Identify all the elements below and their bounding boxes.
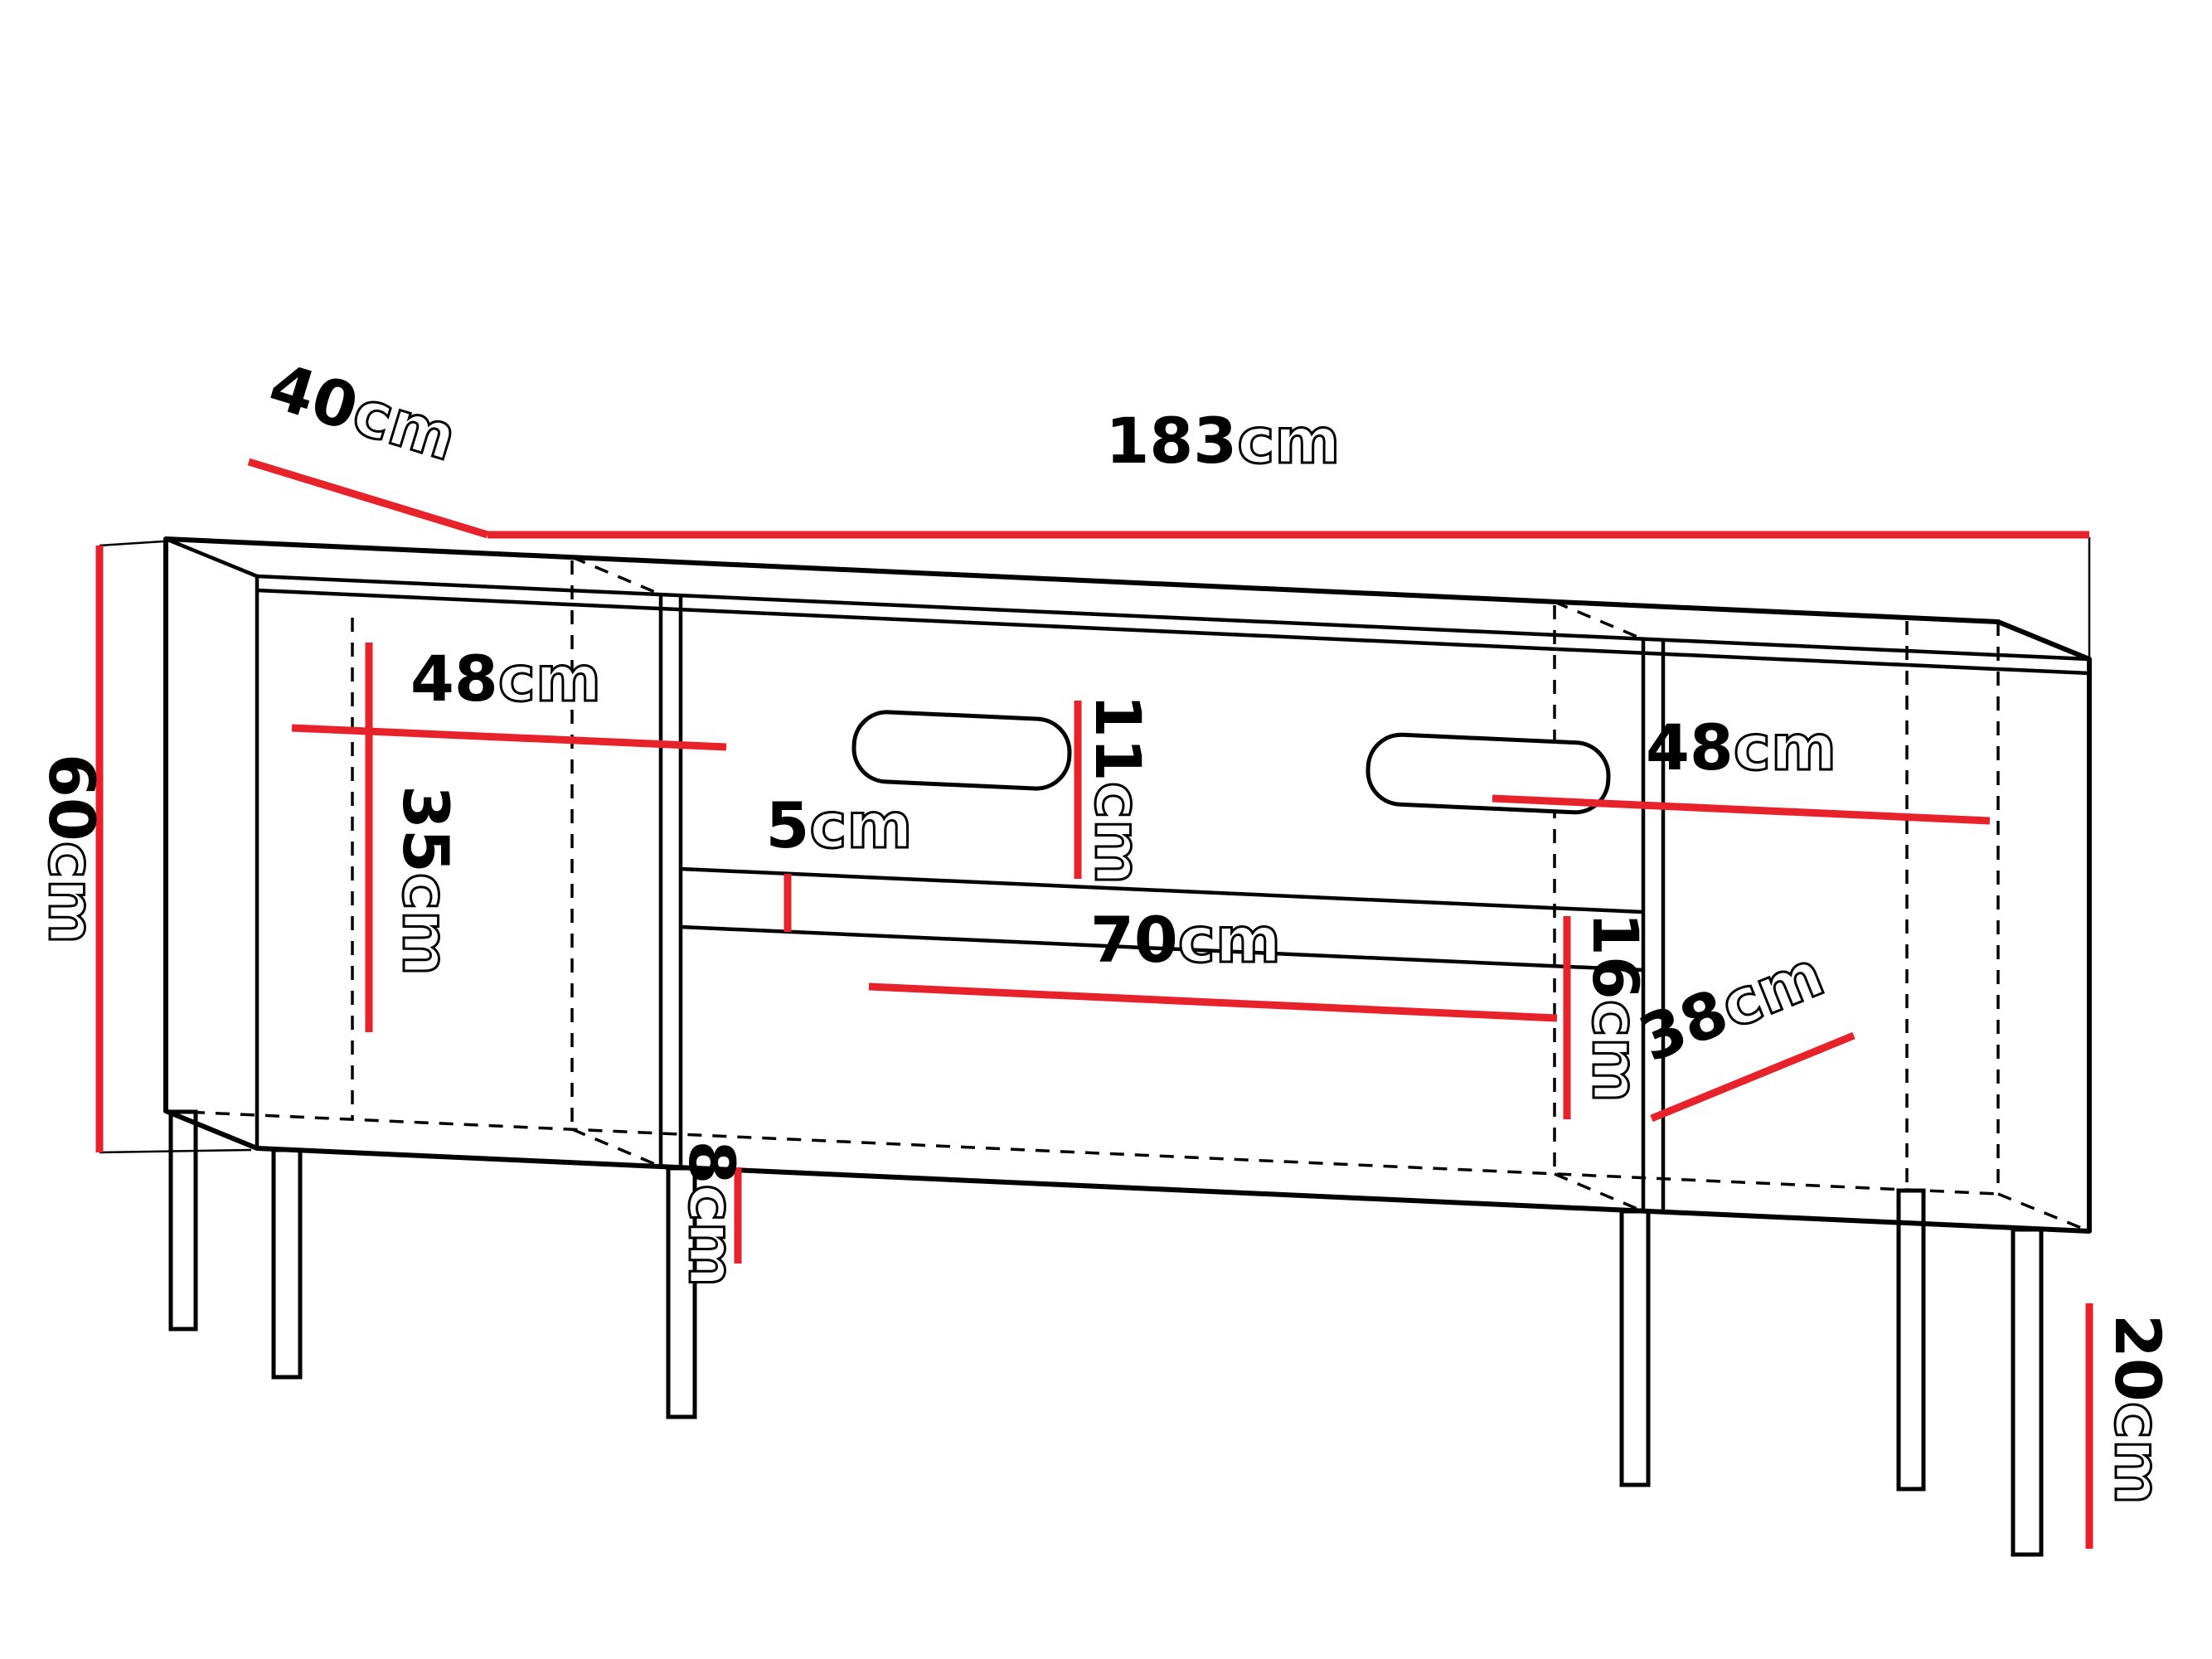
dim-label-left-width: 48cm <box>410 642 601 716</box>
top-left-depth-edge <box>165 536 258 579</box>
dim-label-niche-height: 11cm <box>1081 694 1155 885</box>
dim-line-left-width <box>291 724 727 751</box>
dim-line-right-width <box>1492 794 1991 825</box>
leg-back-right <box>1896 1188 1926 1492</box>
niche-shelf-edge <box>680 866 1644 914</box>
partition1-bottom-edge <box>571 1128 662 1168</box>
vent-slot-left <box>851 710 1072 791</box>
cabinet-silhouette <box>163 536 2092 1234</box>
back-bottom-edge <box>165 1109 1999 1196</box>
dim-label-left-height: 35cm <box>389 785 463 976</box>
partition2-bottom-edge <box>1554 1172 1644 1213</box>
leg-back-left <box>168 1109 198 1332</box>
leg-mid-right <box>1619 1209 1651 1487</box>
dimension-labels: 40cm 183cm 60cm 48cm 35cm 5cm 11cm 70cm … <box>34 348 2176 1506</box>
dim-label-right-width: 48cm <box>1646 711 1836 784</box>
partition2-top-edge <box>1554 600 1644 641</box>
right-bottom-depth-edge <box>1997 1192 2090 1233</box>
dim-label-drawer-width: 70cm <box>1090 903 1281 977</box>
hidden-edges <box>165 555 2090 1233</box>
niche-slots <box>851 710 1611 815</box>
extension-line-height-top <box>99 540 164 547</box>
partition1-top-edge <box>571 555 662 596</box>
top-panel-thickness <box>256 588 2090 676</box>
visible-edges <box>99 536 2091 1212</box>
dim-line-top-depth <box>247 458 489 539</box>
dim-label-shelf-gap: 5cm <box>765 788 912 862</box>
dim-label-bottom-height: 8cm <box>675 1140 749 1287</box>
cabinet-legs <box>168 1109 2044 1557</box>
dimension-lines <box>95 458 2093 1549</box>
dim-label-body-height: 60cm <box>35 754 109 944</box>
dim-label-total-width: 183cm <box>1106 404 1341 478</box>
dim-line-right-depth <box>1650 1031 1855 1123</box>
top-front-edge <box>256 574 2090 662</box>
leg-front-left <box>271 1147 303 1380</box>
cabinet-drawing <box>99 536 2092 1557</box>
leg-mid-left <box>666 1166 697 1419</box>
vent-slot-right <box>1366 732 1611 815</box>
dim-label-leg-height: 20cm <box>2101 1314 2175 1505</box>
leg-front-right <box>2011 1227 2044 1557</box>
dim-line-drawer-width <box>868 982 1558 1022</box>
dim-label-drawer-height: 16cm <box>1579 912 1652 1103</box>
dim-label-top-depth: 40cm <box>261 348 465 474</box>
extension-line-height-bottom <box>99 1148 252 1154</box>
drawer-top-edge <box>680 924 1644 973</box>
